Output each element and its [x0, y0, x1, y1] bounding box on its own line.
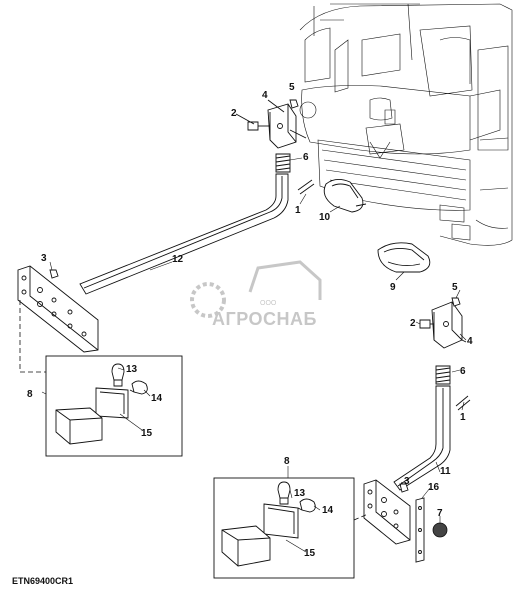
left-arm-tube — [79, 173, 289, 295]
spring-right — [435, 365, 451, 385]
callout-1-upper: 1 — [295, 205, 301, 216]
right-bracket-assembly — [419, 297, 467, 385]
upper-bracket-assembly — [235, 99, 307, 173]
callout-8-left: 8 — [27, 389, 33, 400]
callout-3-right: 3 — [404, 476, 410, 487]
right-lamp-detail-box — [213, 477, 369, 579]
callout-5-upper: 5 — [289, 82, 295, 93]
watermark-brand-text: АГРОСНАБ — [212, 309, 317, 329]
callout-8-right: 8 — [284, 456, 290, 467]
callout-16: 16 — [428, 482, 440, 493]
callout-12: 12 — [172, 254, 184, 265]
reflector-strip-16 — [415, 497, 425, 563]
leader-lines — [41, 157, 467, 553]
right-plate-bracket — [363, 479, 411, 545]
callout-labels: 2 4 5 6 1 10 12 3 8 13 14 15 9 5 2 4 6 1… — [27, 82, 473, 559]
callout-13-right: 13 — [294, 488, 306, 499]
callout-10: 10 — [319, 212, 331, 223]
left-lamp-detail-box — [19, 300, 183, 457]
callout-6-upper: 6 — [303, 152, 309, 163]
spring-upper — [275, 153, 291, 173]
pin-right — [455, 395, 471, 411]
callout-11: 11 — [440, 466, 451, 477]
callout-4-upper: 4 — [262, 90, 268, 101]
diagram-code: ETN69400CR1 — [12, 576, 73, 586]
tractor-rear-outline — [299, 3, 513, 246]
reflector-cap-7 — [432, 522, 448, 538]
watermark-small-text: ООО — [260, 300, 277, 307]
work-light-9 — [377, 242, 431, 273]
left-plate-bracket — [17, 265, 99, 353]
callout-3-left: 3 — [41, 253, 47, 264]
callout-14-left: 14 — [151, 393, 163, 404]
callout-1-right: 1 — [460, 412, 466, 423]
callout-5-right: 5 — [452, 282, 458, 293]
work-light-10 — [323, 179, 367, 213]
callout-4-right: 4 — [467, 336, 473, 347]
pin-upper — [297, 179, 315, 195]
callout-14-right: 14 — [322, 505, 334, 516]
right-arm-tube — [393, 385, 451, 491]
callout-15-right: 15 — [304, 548, 316, 559]
callout-2-right: 2 — [410, 318, 416, 329]
callout-6-right: 6 — [460, 366, 466, 377]
callout-7: 7 — [437, 508, 443, 519]
callout-9: 9 — [390, 282, 396, 293]
callout-13-left: 13 — [126, 364, 138, 375]
callout-15-left: 15 — [141, 428, 153, 439]
watermark-logo: ООО АГРОСНАБ — [190, 260, 322, 329]
callout-2-upper: 2 — [231, 108, 237, 119]
